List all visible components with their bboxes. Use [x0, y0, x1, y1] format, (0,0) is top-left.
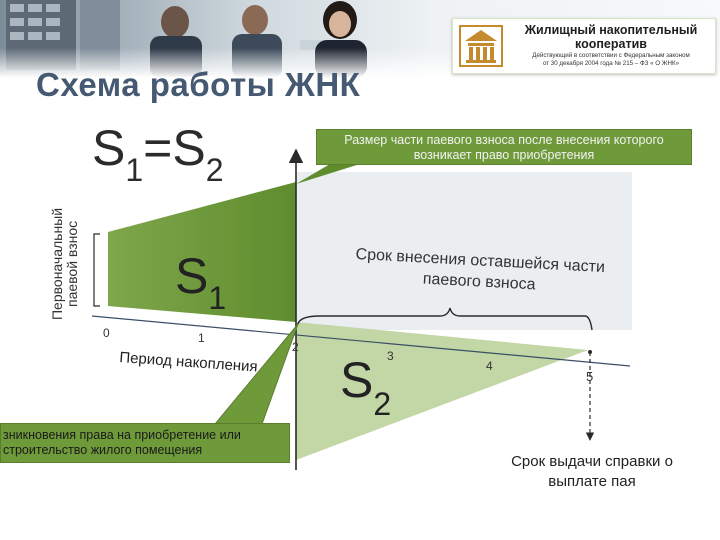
- term-bracket: [297, 307, 593, 331]
- logo-subtitle-line1: Действующий в соответствии с Федеральным…: [532, 52, 690, 59]
- s1-letter: S: [175, 248, 209, 304]
- logo-card: Жилищный накопительный кооператив Действ…: [452, 18, 716, 74]
- formula-equals: =: [143, 120, 173, 176]
- formula-s1-equals-s2: S1=S2: [92, 118, 224, 200]
- tick-label-3: 3: [387, 349, 394, 363]
- page-title: Схема работы ЖНК: [36, 66, 361, 103]
- s2-letter: S: [340, 352, 374, 408]
- s2-label: S2: [340, 350, 391, 434]
- s1-label: S1: [175, 246, 226, 328]
- tick-label-1: 1: [198, 331, 205, 345]
- tick-label-2: 2: [292, 340, 299, 354]
- logo-title-line2: кооператив: [575, 37, 647, 51]
- tick-label-5: 5: [586, 369, 594, 384]
- y-axis-label: Первоначальный паевой взнос: [49, 207, 80, 321]
- plot-background: [296, 172, 632, 330]
- logo-title-line1: Жилищный накопительный: [524, 23, 698, 37]
- time-axis: [91, 315, 631, 367]
- s2-index: 2: [373, 386, 392, 422]
- tick-label-0: 0: [103, 326, 110, 340]
- s1-area: [108, 182, 296, 322]
- formula-s2: S: [172, 120, 206, 176]
- callout-left: зникновения права на приобретение или ст…: [0, 423, 290, 463]
- initial-payment-bracket: [93, 233, 100, 307]
- logo-subtitle-line2: от 30 декабря 2004 года № 215 – ФЗ « О Ж…: [542, 59, 680, 67]
- tick-label-4: 4: [486, 359, 493, 373]
- formula-s2-index: 2: [205, 152, 224, 188]
- callout-top: Размер части паевого взноса после внесен…: [316, 129, 692, 165]
- issue-date-label: Срок выдачи справки о выплате пая: [511, 453, 673, 490]
- formula-s1-index: 1: [125, 152, 144, 188]
- formula-s1: S: [92, 120, 126, 176]
- s2-area: [296, 322, 588, 460]
- logo-subtitle: Действующий в соответствии с Федеральным…: [511, 52, 711, 67]
- s1-index: 1: [208, 280, 227, 316]
- cooperative-logo-icon: [459, 25, 503, 67]
- callout-top-pointer: [296, 164, 360, 184]
- issue-date-point: [588, 350, 592, 354]
- logo-title: Жилищный накопительный кооператив: [511, 23, 711, 51]
